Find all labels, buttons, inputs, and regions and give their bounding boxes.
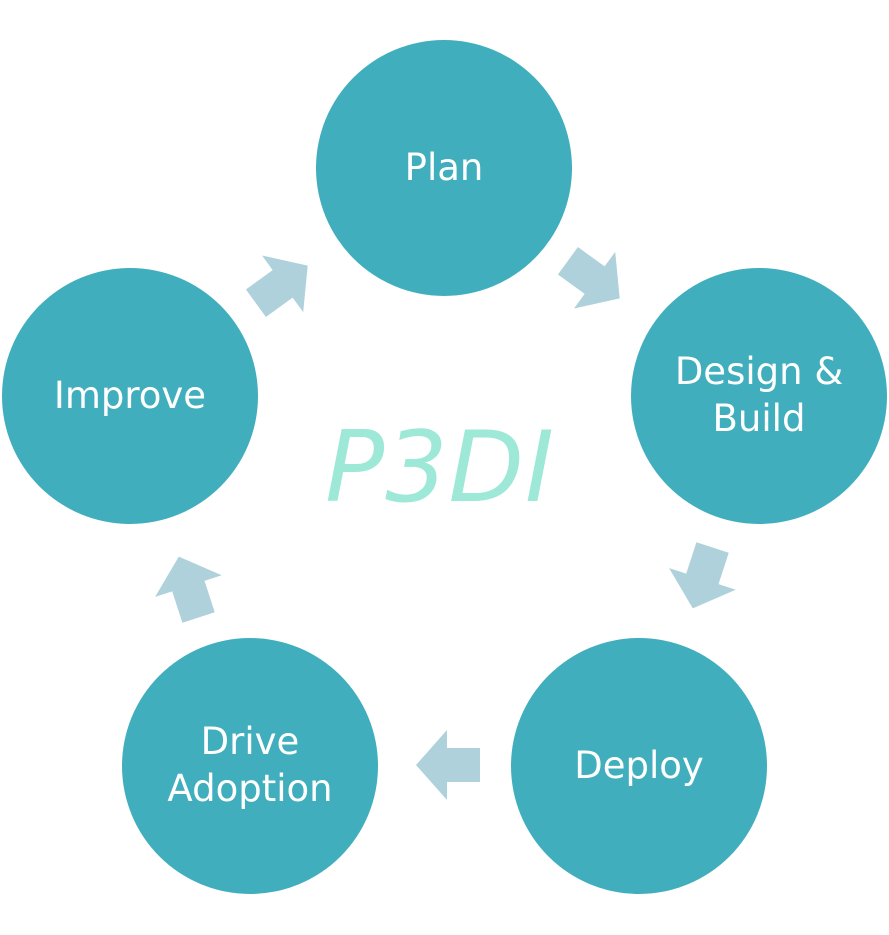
arrow-right-icon — [218, 222, 344, 348]
arrow-right-icon — [132, 531, 245, 644]
stage-design-build: Design & Build — [631, 268, 887, 524]
stage-improve: Improve — [2, 268, 258, 524]
arrow-right-icon — [646, 520, 759, 633]
stage-label-deploy: Deploy — [574, 743, 704, 787]
stage-drive-adoption: Drive Adoption — [122, 638, 378, 894]
stage-plan: Plan — [316, 40, 572, 296]
arrow-right-icon — [404, 720, 494, 810]
stage-deploy: Deploy — [511, 638, 767, 894]
stage-label-design-build: Design & Build — [674, 350, 844, 440]
stage-label-improve: Improve — [53, 373, 207, 417]
stage-label-plan: Plan — [404, 145, 484, 189]
arrow-right-icon — [530, 216, 656, 342]
stage-label-drive-adoption: Drive Adoption — [167, 720, 333, 810]
center-title: P3DI — [325, 411, 555, 525]
